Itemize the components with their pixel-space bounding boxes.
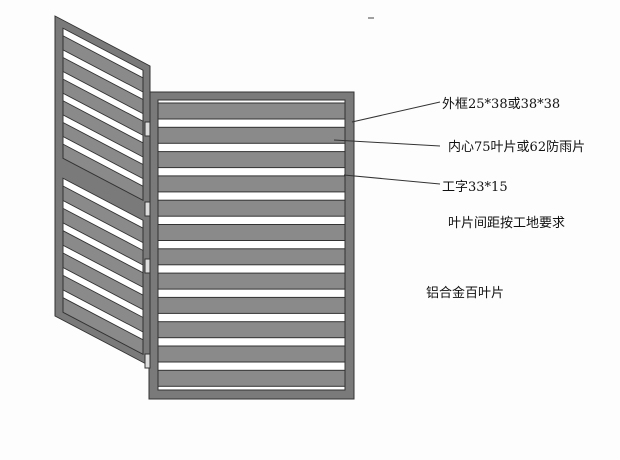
- left-door-panel: [54, 15, 151, 367]
- louver-slat: [62, 35, 144, 93]
- louver-slat: [62, 274, 144, 333]
- louver-slat: [62, 100, 144, 158]
- hinges: [144, 121, 151, 369]
- louver-slat: [157, 151, 346, 169]
- label-outer-frame: 外框25*38或38*38: [442, 97, 561, 112]
- inner-opening: [157, 99, 346, 391]
- louver-slat: [157, 272, 346, 290]
- louver-slat: [62, 78, 144, 137]
- hinge-icon: [144, 258, 151, 274]
- hinge-icon: [144, 353, 151, 369]
- leader-i-beam: [343, 174, 441, 185]
- louver-slat: [157, 321, 346, 339]
- louver-slat: [62, 207, 144, 266]
- louver-slat: [62, 296, 144, 356]
- louver-slat: [157, 102, 346, 120]
- label-i-beam: 工字33*15: [442, 180, 508, 195]
- louver-slat: [157, 369, 346, 387]
- hinge-icon: [144, 121, 151, 137]
- label-inner-blade: 内心75叶片或62防雨片: [448, 140, 586, 155]
- louver-slat: [157, 126, 346, 144]
- louver-slat: [157, 175, 346, 193]
- label-spacing: 叶片间距按工地要求: [448, 216, 566, 231]
- louver-slat: [157, 345, 346, 363]
- louver-slat: [62, 56, 144, 115]
- louver-slat: [62, 185, 144, 244]
- louver-slat: [62, 121, 144, 180]
- louver-slat: [62, 252, 144, 311]
- louver-slat: [157, 296, 346, 314]
- louver-slat: [157, 224, 346, 241]
- louver-slat: [157, 199, 346, 217]
- louver-slat: [62, 143, 144, 202]
- hinge-icon: [144, 201, 151, 217]
- louver-slat: [62, 229, 144, 289]
- right-door-panel: [148, 91, 355, 400]
- label-title: 铝合金百叶片: [426, 286, 505, 301]
- louver-slat: [157, 248, 346, 266]
- leader-outer-frame: [351, 101, 441, 123]
- leader-inner-blade: [333, 139, 441, 147]
